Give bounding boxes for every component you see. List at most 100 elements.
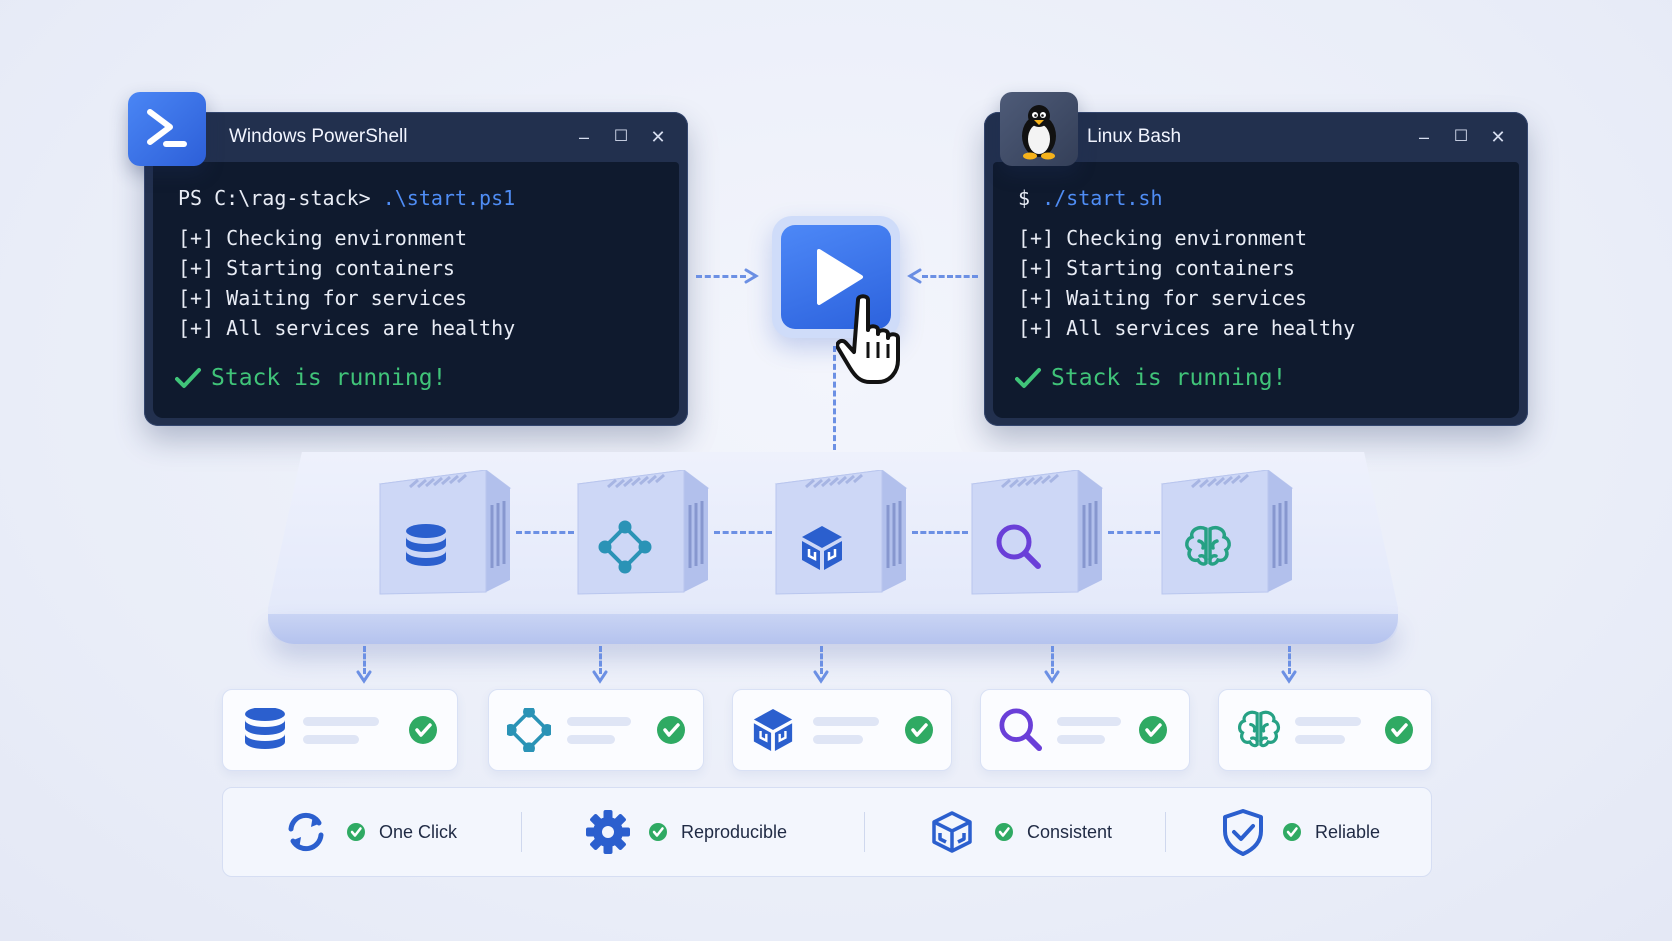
arrow-down-icon [1044, 670, 1060, 684]
container-graph [576, 470, 710, 596]
divider [1165, 812, 1166, 852]
placeholder-line [1057, 717, 1121, 726]
check-circle-icon [347, 823, 365, 841]
arrow-down-icon [356, 670, 372, 684]
placeholder-line [303, 717, 379, 726]
hand-cursor-icon [836, 294, 900, 384]
window-titlebar: Linux Bash – ☐ ✕ [984, 112, 1528, 162]
command-line: $ ./start.sh [1018, 186, 1163, 210]
placeholder-line [813, 717, 879, 726]
command: .\start.ps1 [382, 186, 516, 210]
service-card-search [980, 689, 1190, 771]
check-circle-icon [995, 823, 1013, 841]
container-brain [1160, 470, 1294, 596]
container-database [378, 470, 512, 596]
arrow-down-icon [1281, 670, 1297, 684]
checkmark-icon [1015, 368, 1041, 388]
status-message: Stack is running! [1015, 365, 1286, 391]
prompt: $ [1018, 186, 1043, 210]
placeholder-line [1295, 735, 1345, 744]
placeholder-line [567, 717, 631, 726]
start-stack-button[interactable] [772, 216, 900, 338]
package-box-icon [752, 708, 794, 752]
prompt: PS C:\rag-stack> [178, 186, 383, 210]
powershell-window: Windows PowerShell – ☐ ✕ PS C:\rag-stack… [144, 112, 688, 426]
feature-label: Reproducible [681, 822, 788, 842]
divider [521, 812, 522, 852]
minimize-button[interactable]: – [1418, 127, 1429, 147]
window-title: Windows PowerShell [229, 126, 408, 147]
connector-down [1051, 646, 1054, 674]
status-text: Stack is running! [211, 365, 447, 391]
cube-link [714, 531, 772, 534]
placeholder-line [1295, 717, 1361, 726]
arrow-down-icon [592, 670, 608, 684]
container-package [774, 470, 908, 596]
connector-down [1288, 646, 1291, 674]
connector-down [833, 346, 836, 450]
status-text: Stack is running! [1051, 365, 1287, 391]
divider [864, 812, 865, 852]
log-line: [+] All services are healthy [178, 316, 516, 340]
log-line: [+] Waiting for services [178, 286, 467, 310]
status-message: Stack is running! [175, 365, 446, 391]
close-button[interactable]: ✕ [650, 127, 666, 147]
check-circle-icon [1383, 714, 1415, 746]
arrow-left-icon [907, 268, 922, 284]
close-button[interactable]: ✕ [1490, 127, 1506, 147]
connector-down [363, 646, 366, 674]
cube-icon [932, 811, 972, 853]
log-line: [+] Starting containers [1018, 256, 1295, 280]
command-line: PS C:\rag-stack> .\start.ps1 [178, 186, 515, 210]
database-icon [406, 524, 446, 566]
window-titlebar: Windows PowerShell – ☐ ✕ [144, 112, 688, 162]
checkmark-icon [175, 368, 201, 388]
placeholder-line [813, 735, 863, 744]
service-card-brain [1218, 689, 1432, 771]
feature-label: Consistent [1027, 822, 1113, 842]
container-search [970, 470, 1104, 596]
terminal-output: $ ./start.sh [+] Checking environment [+… [993, 162, 1519, 418]
placeholder-line [567, 735, 615, 744]
minimize-button[interactable]: – [578, 127, 589, 147]
log-line: [+] Checking environment [178, 226, 467, 250]
cube-link [1108, 531, 1160, 534]
cube-link [516, 531, 574, 534]
log-line: [+] Checking environment [1018, 226, 1307, 250]
brain-icon [1237, 710, 1281, 748]
tux-penguin-icon [1000, 92, 1078, 166]
maximize-button[interactable]: ☐ [613, 128, 629, 145]
log-line: [+] Starting containers [178, 256, 455, 280]
check-circle-icon [649, 823, 667, 841]
connector-right [922, 275, 978, 278]
terminal-output: PS C:\rag-stack> .\start.ps1 [+] Checkin… [153, 162, 679, 418]
check-circle-icon [407, 714, 439, 746]
linux-bash-window: Linux Bash – ☐ ✕ $ ./start.sh [+] Checki… [984, 112, 1528, 426]
placeholder-line [1057, 735, 1105, 744]
powershell-icon [128, 92, 206, 166]
connector-left [696, 275, 746, 278]
gear-icon [586, 810, 630, 854]
connector-down [820, 646, 823, 674]
arrow-right-icon [744, 268, 759, 284]
check-circle-icon [1283, 823, 1301, 841]
arrow-down-icon [813, 670, 829, 684]
maximize-button[interactable]: ☐ [1453, 128, 1469, 145]
service-card-package [732, 689, 952, 771]
play-icon [817, 249, 863, 305]
database-icon [245, 708, 285, 749]
log-line: [+] All services are healthy [1018, 316, 1356, 340]
cube-link [912, 531, 968, 534]
feature-label: Reliable [1315, 822, 1381, 842]
play-button-face[interactable] [781, 225, 891, 329]
refresh-icon [288, 812, 324, 852]
command: ./start.sh [1042, 186, 1163, 210]
connector-down [599, 646, 602, 674]
feature-label: One Click [379, 822, 458, 842]
check-circle-icon [903, 714, 935, 746]
platform-edge [268, 614, 1398, 644]
search-icon [999, 708, 1043, 752]
placeholder-line [303, 735, 359, 744]
window-title: Linux Bash [1087, 126, 1182, 147]
check-circle-icon [1137, 714, 1169, 746]
